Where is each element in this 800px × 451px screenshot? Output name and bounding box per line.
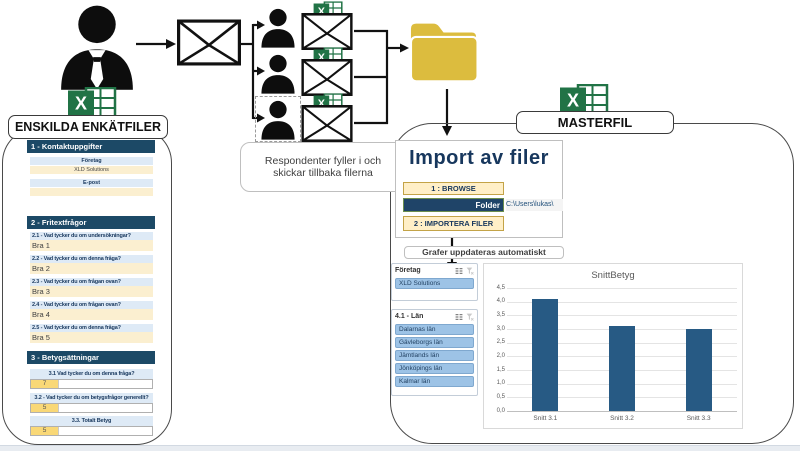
slicer-foretag: Företag XLD Solutions [391, 263, 478, 301]
chart-bar [532, 298, 559, 411]
slicer-multiselect-icon[interactable] [455, 313, 463, 321]
folder-icon [408, 13, 482, 89]
respondent-person-icon [260, 100, 296, 140]
slicer-item[interactable]: Jämtlands län [395, 350, 474, 361]
question-answer-pair: 2.2 - Vad tycker du om denna fråga?Bra 2 [30, 255, 153, 274]
question-row: 2.3 - Vad tycker du om frågan ovan? [30, 278, 153, 286]
import-panel: Import av filer 1 : BROWSE Folder C:\Use… [395, 140, 563, 238]
respondent-person-icon [260, 8, 296, 48]
contact-field-value-cell[interactable]: XLD Solutions [30, 166, 153, 175]
chart-gridline [507, 301, 737, 303]
rating-pair: 3.1 Vad tycker du om denna fråga?7 [30, 369, 153, 389]
slicer-title: Företag [395, 267, 421, 274]
rating-pair: 3.2 - Vad tycker du om betygsfrågor gene… [30, 392, 153, 413]
slicer-clear-filter-icon[interactable] [466, 313, 474, 321]
answer-cell[interactable]: Bra 4 [30, 309, 153, 320]
question-row: 2.1 - Vad tycker du om undersökningar? [30, 232, 153, 240]
x-axis-category-label: Snitt 3.2 [610, 415, 634, 422]
rating-question-row: 3.2 - Vad tycker du om betygsfrågor gene… [30, 392, 153, 403]
question-row: 2.4 - Vad tycker du om frågan ovan? [30, 301, 153, 309]
y-axis-tick-label: 1,5 [496, 366, 505, 373]
question-row: 2.2 - Vad tycker du om denna fråga? [30, 255, 153, 263]
slicer-clear-filter-icon[interactable] [466, 267, 474, 275]
freetext-questions: 2.1 - Vad tycker du om undersökningar?Br… [30, 232, 153, 347]
x-axis-line [507, 411, 737, 412]
section-header-kontaktuppgifter: 1 - Kontaktuppgifter [27, 140, 155, 153]
rating-score-row: 5 [30, 402, 153, 413]
x-axis-category-label: Snitt 3.1 [533, 415, 558, 422]
rating-score-cell[interactable]: 7 [31, 380, 59, 388]
answer-cell[interactable]: Bra 5 [30, 332, 153, 343]
sender-person-icon [58, 4, 136, 90]
question-answer-pair: 2.4 - Vad tycker du om frågan ovan?Bra 4 [30, 301, 153, 320]
slicer-multiselect-icon[interactable] [455, 267, 463, 275]
y-axis-tick-label: 4,5 [496, 284, 505, 291]
y-axis-tick-label: 1,0 [496, 380, 505, 387]
enskilda-enkatfiler-badge: ENSKILDA ENKÄTFILER [8, 115, 168, 139]
question-row: 2.5 - Vad tycker du om denna fråga? [30, 324, 153, 332]
import-files-button[interactable]: 2 : IMPORTERA FILER [403, 216, 504, 231]
chart-bar [685, 329, 712, 411]
chart-bar [609, 326, 635, 411]
answer-cell[interactable]: Bra 1 [30, 240, 153, 251]
chart-panel: SnittBetyg 0,0 0,5 1,0 1,5 2,0 2,5 3,0 3,5 4,0 4,… [483, 263, 743, 429]
slicer-item-list: XLD Solutions [392, 277, 477, 292]
folder-path-field[interactable]: C:\Users\lukas\ [506, 199, 563, 211]
rating-questions: 3.1 Vad tycker du om denna fråga?7 3.2 - … [30, 369, 153, 440]
update-note: Grafer uppdateras automatiskt [404, 246, 564, 259]
envelope-icon [300, 105, 354, 142]
slicer-item[interactable]: Kalmar län [395, 376, 474, 387]
slicer-item[interactable]: Gävleborgs län [395, 337, 474, 348]
chart-gridline [507, 315, 737, 317]
envelope-icon [177, 19, 241, 66]
slicer-header: Företag [392, 264, 477, 277]
folder-label-bar[interactable]: Folder [403, 198, 504, 212]
browse-button[interactable]: 1 : BROWSE [403, 182, 504, 195]
envelope-icon [300, 13, 354, 50]
section-header-betygsattningar: 3 - Betygsättningar [27, 351, 155, 364]
y-axis-tick-label: 2,5 [496, 339, 505, 346]
section-header-fritextfragor: 2 - Fritextfrågor [27, 216, 155, 229]
slicer-item[interactable]: Dalarnas län [395, 324, 474, 335]
x-axis-category-label: Snitt 3.3 [686, 415, 711, 422]
contact-field-label: Företag [30, 157, 153, 166]
rating-score-cell[interactable]: 5 [31, 427, 59, 435]
chart-title: SnittBetyg [591, 270, 635, 281]
y-axis-tick-label: 0,0 [496, 407, 505, 414]
rating-question-row: 3.3. Totalt Betyg [30, 416, 153, 426]
import-title: Import av filer [409, 147, 549, 169]
answer-cell[interactable]: Bra 3 [30, 286, 153, 297]
masterfil-badge: MASTERFIL [516, 111, 674, 134]
bottom-strip [0, 445, 800, 451]
rating-score-row: 5 [30, 426, 153, 436]
y-axis-tick-label: 0,5 [496, 393, 505, 400]
y-axis-tick-label: 2,0 [496, 352, 505, 359]
answer-cell[interactable]: Bra 2 [30, 263, 153, 274]
slicer-title: 4.1 - Län [395, 313, 424, 320]
question-answer-pair: 2.1 - Vad tycker du om undersökningar?Br… [30, 232, 153, 251]
respondent-note: Respondenter fyller i och skickar tillba… [240, 142, 406, 192]
question-answer-pair: 2.3 - Vad tycker du om frågan ovan?Bra 3 [30, 278, 153, 297]
rating-score-cell[interactable]: 5 [31, 403, 59, 412]
contact-field-value-cell[interactable] [30, 188, 153, 197]
chart-gridline [507, 288, 737, 289]
respondent-person-icon [260, 54, 296, 94]
y-axis-tick-label: 4,0 [496, 298, 505, 305]
slicer-header: 4.1 - Län [392, 310, 477, 323]
slicer-item[interactable]: XLD Solutions [395, 278, 474, 289]
y-axis-tick-label: 3,0 [496, 325, 505, 332]
envelope-icon [300, 59, 354, 96]
selection-marquee [255, 96, 301, 142]
slicer-item[interactable]: Jönköpings län [395, 363, 474, 374]
rating-score-row: 7 [30, 379, 153, 389]
contact-field-label: E-post [30, 179, 153, 188]
rating-question-row: 3.1 Vad tycker du om denna fråga? [30, 369, 153, 379]
question-answer-pair: 2.5 - Vad tycker du om denna fråga?Bra 5 [30, 324, 153, 343]
y-axis-tick-label: 3,5 [496, 311, 505, 318]
